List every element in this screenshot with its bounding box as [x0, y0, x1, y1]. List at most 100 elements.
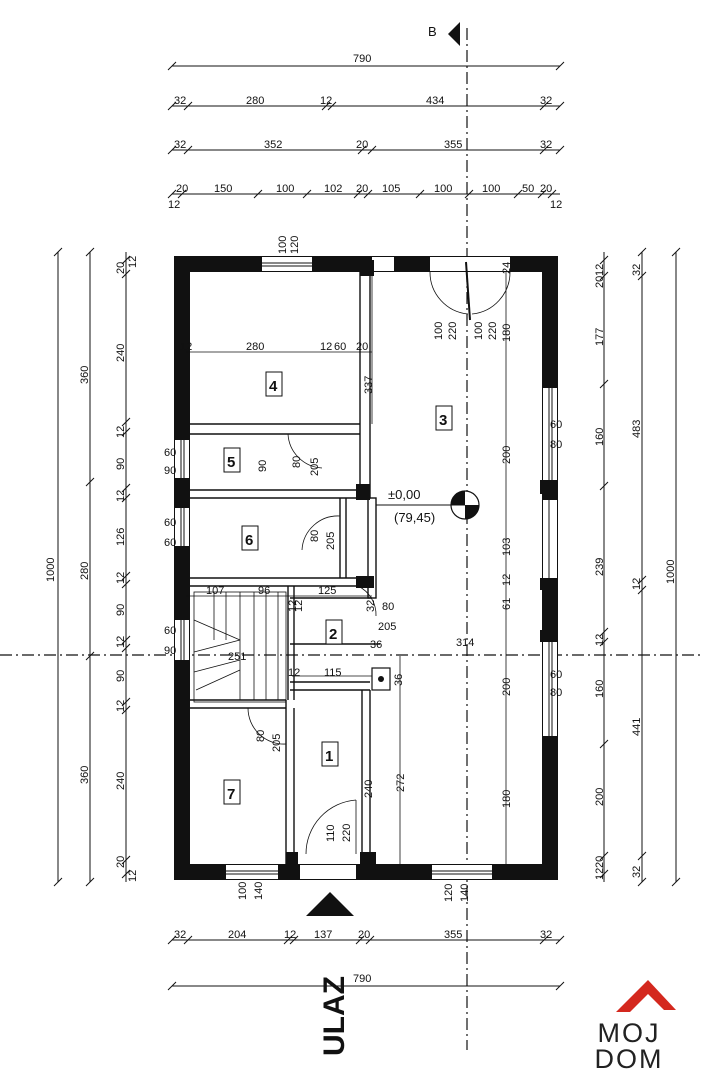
dim-right-inner-4: 239 [594, 558, 606, 576]
dim-room1-col-0: 240 [363, 780, 375, 798]
dim-top-r3-3: 102 [324, 183, 342, 195]
dim-top-r3-end-right: 12 [550, 199, 562, 211]
dim-left-inner-11: 240 [115, 772, 127, 790]
dim-top-r2-2: 20 [356, 139, 368, 151]
dim-room3-right-1: 103 [501, 538, 513, 556]
dim-door-entry-0: 110 [325, 824, 337, 842]
dim-door7-0: 80 [255, 730, 267, 742]
dim-stair-0: 107 [206, 585, 224, 597]
room-number-7: 7 [227, 786, 235, 803]
dim-top-r2-3: 355 [444, 139, 462, 151]
dim-left-outer-0: 360 [79, 366, 91, 384]
dim-left-inner-end-top: 12 [127, 256, 139, 268]
dim-left-inner-end-bottom: 12 [127, 870, 139, 882]
dim-stair-1: 96 [258, 585, 270, 597]
room-number-1: 1 [325, 748, 333, 765]
dim-top-r3-0: 20 [176, 183, 188, 195]
dim-door2-1: 205 [378, 621, 396, 633]
dim-top-r3-6: 100 [434, 183, 452, 195]
dim-door3-2: 100 [473, 322, 485, 340]
dim-right-inner-8: 20 [594, 856, 606, 868]
dim-right-inner-2: 177 [594, 328, 606, 346]
dim-top-r1-1: 280 [246, 95, 264, 107]
section-marker-b: B [428, 24, 437, 39]
dim-right-overall: 1000 [665, 560, 677, 584]
dim-win-bottom-3-1: 140 [459, 884, 471, 902]
dim-door7-1: 205 [271, 734, 283, 752]
dim-bottom-r1-3: 137 [314, 929, 332, 941]
dim-left-outer-1: 280 [79, 562, 91, 580]
dim-win-bottom-7-1: 140 [253, 882, 265, 900]
dim-left-outer-2: 360 [79, 766, 91, 784]
dim-right-inner-0: 12 [594, 264, 606, 276]
dim-left-inner-1: 240 [115, 344, 127, 362]
dim-left-inner-7: 90 [115, 604, 127, 616]
dim-left-inner-12: 20 [115, 856, 127, 868]
top-dimensions [167, 61, 565, 199]
dim-door3-1: 220 [447, 322, 459, 340]
dim-top-r1-3: 434 [426, 95, 444, 107]
left-dimensions [53, 247, 131, 887]
room-labels: 1 2 3 4 5 6 7 [223, 371, 453, 805]
dim-top-r3-2: 100 [276, 183, 294, 195]
dim-bottom-r1-2: 12 [284, 929, 296, 941]
dim-door-entry-1: 220 [341, 824, 353, 842]
dim-bottom-r1-1: 204 [228, 929, 246, 941]
room-number-4: 4 [269, 378, 278, 395]
dim-win-right-2-0: 60 [550, 669, 562, 681]
dim-room5-90: 90 [257, 460, 269, 472]
dim-left-overall: 1000 [45, 558, 57, 582]
dim-top-r3-4: 20 [356, 183, 368, 195]
dim-door2-0: 80 [382, 601, 394, 613]
interior-walls [190, 271, 380, 864]
dim-stair-4: 12 [293, 600, 305, 612]
dim-right-inner-1: 20 [594, 276, 606, 288]
dim-room3-right-col-1: 180 [501, 324, 513, 342]
dim-win-bottom-7-0: 100 [237, 882, 249, 900]
dim-win-left-6-0: 60 [164, 517, 176, 529]
dim-door3-0: 100 [433, 322, 445, 340]
dim-left-inner-5: 126 [115, 528, 127, 546]
entrance-arrow-icon [306, 892, 354, 916]
dim-win-left-stair-0: 60 [164, 625, 176, 637]
room-number-2: 2 [329, 626, 337, 643]
dim-bottom-overall: 790 [353, 973, 371, 985]
dim-right-outer-2: 12 [631, 578, 643, 590]
dim-left-inner-10: 12 [115, 700, 127, 712]
dim-room3-right-col-0: 24 [501, 262, 513, 274]
dim-left-inner-4: 12 [115, 490, 127, 502]
interior-dim-lines [186, 272, 507, 864]
right-dimensions [599, 247, 681, 887]
dim-right-outer-4: 32 [631, 866, 643, 878]
dim-left-inner-0: 20 [115, 262, 127, 274]
dim-top-r2-4: 32 [540, 139, 552, 151]
dim-door5-0: 80 [291, 456, 303, 468]
dim-room3-right-col-2: 200 [501, 678, 513, 696]
logo-roof-icon [616, 980, 676, 1012]
level-marker [376, 490, 480, 520]
dim-right-outer-0: 32 [631, 264, 643, 276]
level-absolute: (79,45) [394, 510, 435, 525]
dim-door6-1: 205 [325, 532, 337, 550]
dim-bottom-r1-5: 355 [444, 929, 462, 941]
dim-stair-9: 12 [288, 667, 300, 679]
dim-top-r2-1: 352 [264, 139, 282, 151]
logo: MOJ DOM [574, 1020, 684, 1073]
dim-door5-1: 205 [309, 458, 321, 476]
window-openings [175, 257, 557, 879]
dim-win-left-5-1: 90 [164, 465, 176, 477]
dim-right-inner-7: 200 [594, 788, 606, 806]
wall-blocks [286, 260, 558, 868]
dim-left-inner-9: 90 [115, 670, 127, 682]
dim-right-inner-9: 12 [594, 868, 606, 880]
dim-stair-8: 115 [324, 667, 342, 679]
dim-stair-6: 36 [370, 639, 382, 651]
dim-win-right-1-0: 60 [550, 419, 562, 431]
dim-right-inner-5: 12 [594, 634, 606, 646]
dim-win-right-1-1: 80 [550, 439, 562, 451]
dim-bottom-r1-0: 32 [174, 929, 186, 941]
dim-stair-3: 12 [287, 600, 299, 612]
dim-top-r1-4: 32 [540, 95, 552, 107]
dim-left-inner-6: 12 [115, 572, 127, 584]
